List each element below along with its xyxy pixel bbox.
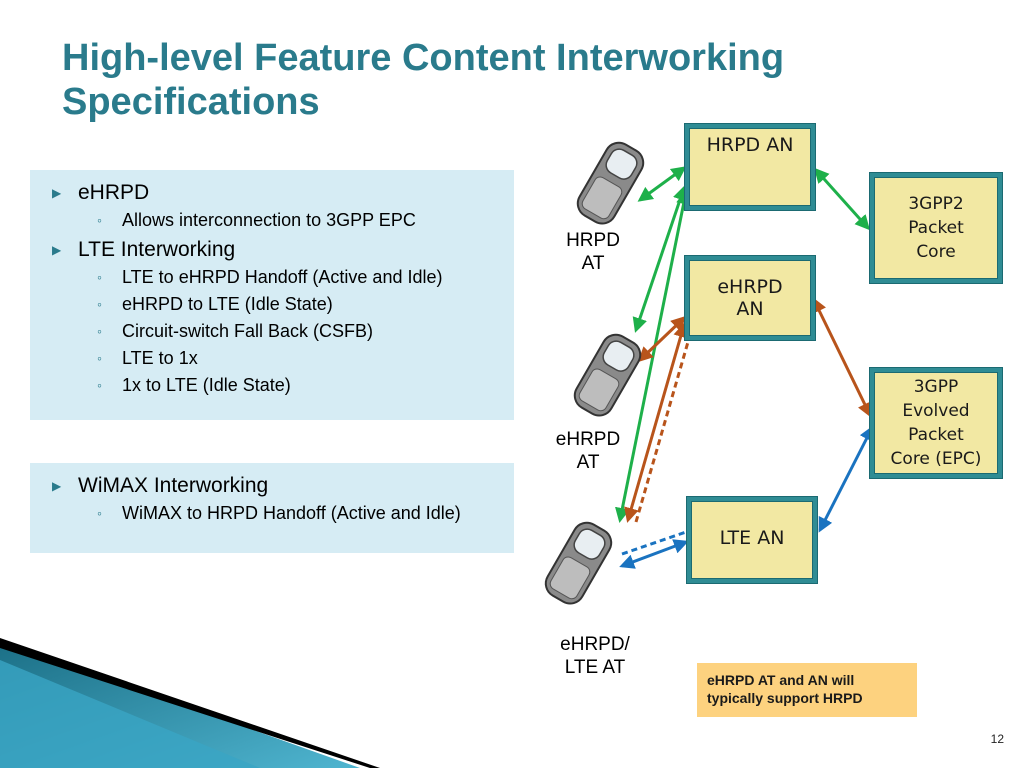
bullet-panel-wimax: ▶ WiMAX Interworking ◦ WiMAX to HRPD Han…: [30, 463, 514, 553]
circle-bullet-icon: ◦: [97, 269, 102, 285]
bullet-text: eHRPD: [78, 181, 150, 204]
sub-bullet-text: 1x to LTE (Idle State): [122, 375, 291, 395]
link-ehrpd-an-epc: [812, 297, 872, 418]
lte-at-phone-icon: [544, 521, 613, 605]
node-label: HRPD AN: [706, 134, 794, 156]
sub-bullet-text: WiMAX to HRPD Handoff (Active and Idle): [122, 503, 461, 523]
node-3gpp2-core: 3GPP2 Packet Core: [870, 173, 1002, 283]
sub-bullet-item: ◦ LTE to 1x: [42, 348, 502, 369]
triangle-bullet-icon: ▶: [52, 243, 62, 257]
sub-bullet-item: ◦ LTE to eHRPD Handoff (Active and Idle): [42, 267, 502, 288]
triangle-bullet-icon: ▶: [52, 479, 62, 493]
triangle-bullet-icon: ▶: [52, 186, 62, 200]
sub-bullet-text: LTE to eHRPD Handoff (Active and Idle): [122, 267, 443, 287]
slide-title: High-level Feature Content Interworking …: [62, 37, 785, 123]
circle-bullet-icon: ◦: [97, 323, 102, 339]
sub-bullet-item: ◦ WiMAX to HRPD Handoff (Active and Idle…: [42, 503, 502, 524]
hrpd-at-phone-icon: [576, 141, 645, 225]
node-label: eHRPD AN: [717, 276, 783, 320]
link-lte-at-ehrpd-an: [624, 322, 688, 523]
terminal-label-hrpd-at: HRPD AT: [566, 230, 620, 274]
terminal-label-ehrpd-at: eHRPD AT: [555, 429, 621, 473]
circle-bullet-icon: ◦: [97, 296, 102, 312]
bullet-item: ▶ WiMAX Interworking: [42, 473, 502, 499]
link-hrpd-an-3gpp2: [813, 167, 871, 231]
sub-bullet-text: eHRPD to LTE (Idle State): [122, 294, 333, 314]
page-number: 12: [990, 732, 1004, 746]
sub-bullet-item: ◦ 1x to LTE (Idle State): [42, 375, 502, 396]
circle-bullet-icon: ◦: [97, 505, 102, 521]
terminal-label-lte-at: eHRPD/ LTE AT: [560, 634, 630, 678]
link-lte-at-lte-an: [619, 539, 689, 569]
sub-bullet-item: ◦ eHRPD to LTE (Idle State): [42, 294, 502, 315]
bullet-text: LTE Interworking: [78, 238, 236, 261]
node-hrpd-an: HRPD AN: [685, 124, 815, 210]
ehrpd-at-phone-icon: [573, 333, 642, 417]
circle-bullet-icon: ◦: [97, 212, 102, 228]
bullet-panel-lte: ▶ eHRPD ◦ Allows interconnection to 3GPP…: [30, 170, 514, 420]
node-label: 3GPP Evolved Packet Core (EPC): [890, 377, 982, 469]
sub-bullet-item: ◦ Allows interconnection to 3GPP EPC: [42, 210, 502, 231]
circle-bullet-icon: ◦: [97, 377, 102, 393]
note-callout: eHRPD AT and AN will typically support H…: [697, 663, 917, 717]
sub-bullet-text: Allows interconnection to 3GPP EPC: [122, 210, 416, 230]
bullet-text: WiMAX Interworking: [78, 474, 269, 497]
sub-bullet-text: Circuit-switch Fall Back (CSFB): [122, 321, 374, 341]
sub-bullet-text: LTE to 1x: [122, 348, 198, 368]
link-lte-at-ehrpd-an-dashed: [634, 334, 692, 523]
node-label: LTE AN: [719, 526, 785, 549]
node-ehrpd-an: eHRPD AN: [685, 256, 815, 340]
bullet-item: ▶ LTE Interworking: [42, 237, 502, 263]
corner-swoosh-decoration: [0, 638, 380, 768]
node-label: 3GPP2 Packet Core: [908, 194, 964, 262]
node-lte-an: LTE AN: [687, 497, 817, 583]
circle-bullet-icon: ◦: [97, 350, 102, 366]
bullet-item: ▶ eHRPD: [42, 180, 502, 206]
sub-bullet-item: ◦ Circuit-switch Fall Back (CSFB): [42, 321, 502, 342]
link-lte-an-epc: [818, 425, 874, 533]
node-3gpp-epc: 3GPP Evolved Packet Core (EPC): [870, 368, 1002, 478]
link-lte-at-lte-an-dashed: [621, 530, 687, 556]
